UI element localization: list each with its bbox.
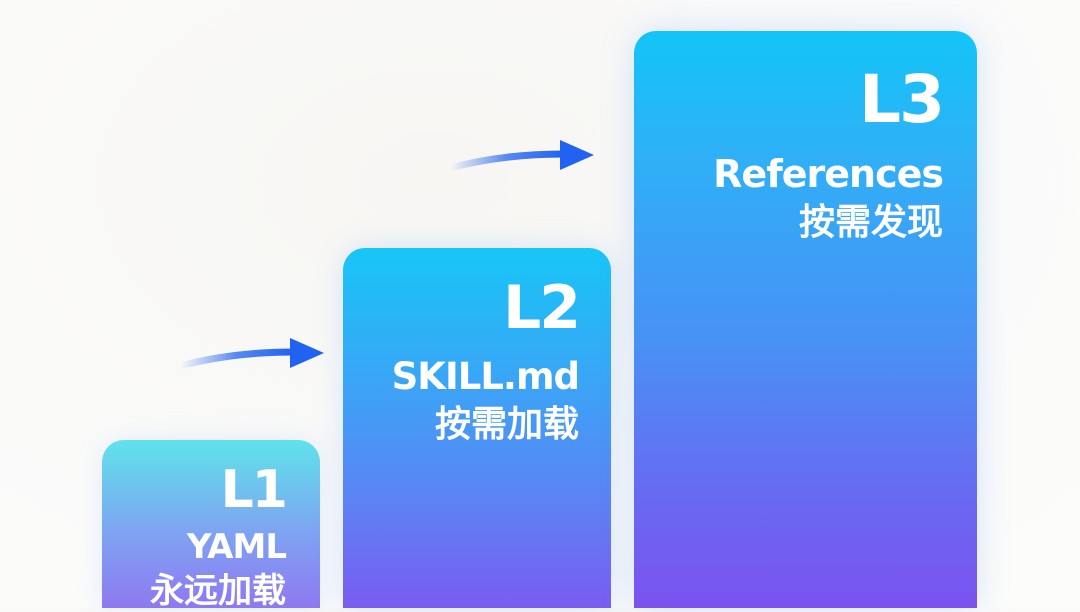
level-3-label: L3 — [859, 61, 945, 138]
level-2-name: SKILL.md — [391, 355, 580, 398]
level-1-label: L1 — [220, 460, 288, 520]
level-1-block: L1 YAML 永远加载 — [102, 440, 320, 611]
level-3-description: 按需发现 — [798, 201, 943, 243]
level-3-name: References — [713, 152, 944, 196]
level-2-label: L2 — [503, 273, 581, 343]
level-2-block: L2 SKILL.md 按需加载 — [343, 248, 611, 608]
arrow-right-icon — [176, 338, 324, 370]
level-3-block: L3 References 按需发现 — [634, 31, 977, 608]
level-2-description: 按需加载 — [434, 403, 579, 445]
level-1-description: 永远加载 — [150, 571, 286, 612]
arrow-right-icon — [446, 140, 594, 172]
level-1-name: YAML — [186, 527, 287, 567]
